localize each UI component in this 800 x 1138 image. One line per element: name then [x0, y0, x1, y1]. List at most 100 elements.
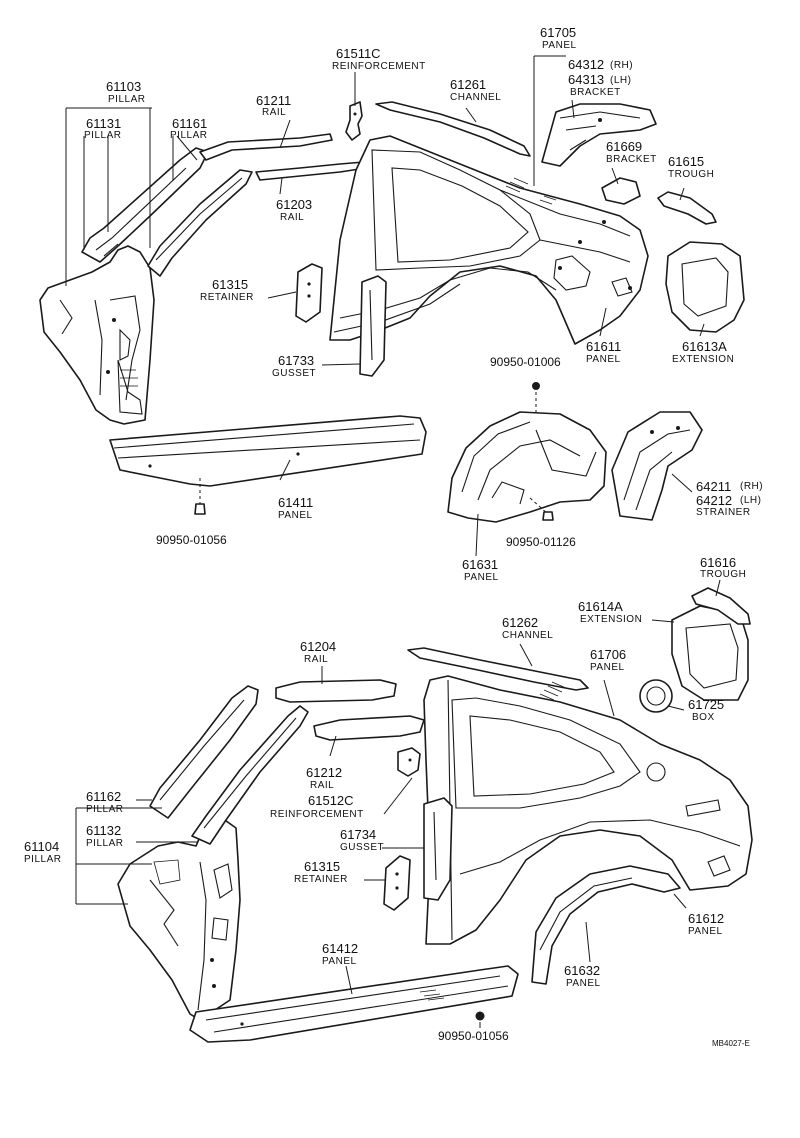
label-61611-num: 61611	[586, 339, 622, 354]
label-61131-num: 61131	[86, 116, 122, 131]
quarter-panel-61612-shape	[423, 675, 753, 945]
label-64313-num: 64313	[568, 72, 605, 87]
pillar-61132-shape	[191, 705, 309, 845]
label-61315-lower-name: RETAINER	[294, 874, 348, 885]
label-64211-num: 64211	[696, 479, 732, 494]
label-61512c-num: 61512C	[308, 793, 354, 808]
label-64211-side: (RH)	[740, 481, 764, 492]
lower-leader-lines	[75, 579, 721, 1028]
quarter-panel-61611-shape	[329, 135, 649, 345]
label-61131-name: PILLAR	[84, 130, 122, 141]
label-61103-num: 61103	[106, 79, 142, 94]
label-61511c-num: 61511C	[336, 46, 381, 61]
label-61411-name: PANEL	[278, 510, 313, 521]
label-61203-name: RAIL	[280, 212, 305, 223]
label-61669-name: BRACKET	[606, 154, 657, 165]
reinforcement-61511c-shape	[345, 101, 363, 141]
rocker-panel-61412-shape	[189, 965, 519, 1043]
pillar-61131-shape	[81, 147, 209, 263]
channel-61261-shape	[375, 101, 531, 157]
label-61412-num: 61412	[322, 941, 359, 956]
retainer-61315-shape	[295, 263, 323, 323]
label-61612-name: PANEL	[688, 926, 723, 937]
label-61631-name: PANEL	[464, 572, 499, 583]
upper-leader-lines	[65, 55, 705, 557]
label-61616-num: 61616	[700, 555, 737, 570]
bolt-90950-01056a-shape	[194, 503, 206, 515]
label-61733-name: GUSSET	[272, 368, 317, 379]
label-61211-num: 61211	[256, 93, 292, 108]
retainer-61315-lower-shape	[383, 855, 411, 911]
label-61706-num: 61706	[590, 647, 627, 662]
label-61669-num: 61669	[606, 139, 643, 154]
trough-61615-shape	[657, 191, 717, 225]
label-61412-name: PANEL	[322, 956, 357, 967]
pillar-61103-shape	[39, 245, 155, 425]
label-61725-num: 61725	[688, 697, 725, 712]
label-64313-name: BRACKET	[570, 87, 621, 98]
label-61734-name: GUSSET	[340, 842, 385, 853]
bolt-90950-01126-shape	[542, 511, 554, 521]
wheel-arch-61632-shape	[531, 865, 681, 985]
label-61132-name: PILLAR	[86, 838, 124, 849]
bracket-61669-shape	[601, 177, 641, 205]
pillar-61161-shape	[147, 169, 253, 277]
label-61162-num: 61162	[86, 789, 122, 804]
label-61315-num: 61315	[212, 277, 249, 292]
pillar-61104-shape	[117, 817, 241, 1021]
label-64212-name: STRAINER	[696, 507, 751, 518]
label-61705-name: PANEL	[542, 40, 577, 51]
label-64313-side: (LH)	[610, 75, 632, 86]
strainer-64211-shape	[611, 411, 703, 521]
label-61616-name: TROUGH	[700, 569, 747, 580]
label-90950-01056a: 90950-01056	[156, 533, 227, 547]
rocker-panel-61411-shape	[109, 415, 427, 487]
label-61315-lower-num: 61315	[304, 859, 341, 874]
label-61632-num: 61632	[564, 963, 601, 978]
label-61262-name: CHANNEL	[502, 630, 554, 641]
label-61631-num: 61631	[462, 557, 499, 572]
box-61725-shape	[639, 679, 673, 713]
gusset-61734-shape	[423, 797, 453, 901]
label-61132-num: 61132	[86, 823, 122, 838]
label-61104-num: 61104	[24, 839, 60, 854]
label-61612-num: 61612	[688, 911, 725, 926]
label-64212-num: 64212	[696, 493, 733, 508]
label-61706-name: PANEL	[590, 662, 625, 673]
label-64312-num: 64312	[568, 57, 605, 72]
label-61161-name: PILLAR	[170, 130, 208, 141]
label-61614a-name: EXTENSION	[580, 614, 643, 625]
label-64312-side: (RH)	[610, 60, 634, 71]
label-64212-side: (LH)	[740, 495, 762, 506]
label-61204-name: RAIL	[304, 654, 329, 665]
rail-61211-shape	[199, 133, 333, 161]
label-61204-num: 61204	[300, 639, 337, 654]
label-61411-num: 61411	[278, 495, 314, 510]
label-61705-num: 61705	[540, 25, 577, 40]
label-61511c-name: REINFORCEMENT	[332, 61, 426, 72]
label-90950-01056b: 90950-01056	[438, 1029, 509, 1043]
label-61613a-name: EXTENSION	[672, 354, 735, 365]
label-61734-num: 61734	[340, 827, 377, 842]
label-61725-name: BOX	[692, 712, 715, 723]
channel-61262-shape	[407, 647, 589, 691]
label-90950-01126: 90950-01126	[506, 535, 576, 549]
label-61615-num: 61615	[668, 154, 705, 169]
label-61611-name: PANEL	[586, 354, 621, 365]
label-61203-num: 61203	[276, 197, 313, 212]
label-61261-name: CHANNEL	[450, 92, 502, 103]
rail-61204-shape	[275, 679, 397, 703]
label-61212-num: 61212	[306, 765, 343, 780]
label-61211-name: RAIL	[262, 107, 287, 118]
trough-61616-shape	[691, 587, 751, 625]
label-61161-num: 61161	[172, 116, 208, 131]
label-61614a-num: 61614A	[578, 599, 623, 614]
pillar-61162-shape	[149, 685, 259, 819]
drawing-code: MB4027-E	[712, 1039, 750, 1048]
label-61615-name: TROUGH	[668, 169, 715, 180]
bolt-90950-01006-shape	[532, 382, 540, 390]
label-61104-name: PILLAR	[24, 854, 62, 865]
label-61315-name: RETAINER	[200, 292, 254, 303]
